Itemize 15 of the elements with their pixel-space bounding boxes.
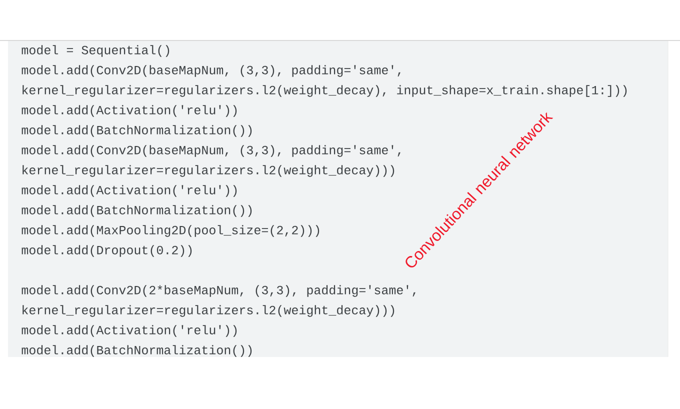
code-line: kernel_regularizer=regularizers.l2(weight_decay))) bbox=[22, 305, 394, 317]
code-line: model.add(BatchNormalization()) bbox=[22, 205, 252, 217]
code-line: kernel_regularizer=regularizers.l2(weight_decay))) bbox=[22, 165, 394, 177]
code-line: model.add(Activation('relu')) bbox=[22, 105, 237, 117]
code-line: model.add(Conv2D(baseMapNum, (3,3), padding='same', bbox=[22, 145, 400, 157]
code-line: model.add(Activation('relu')) bbox=[22, 325, 237, 337]
code-line: model.add(Dropout(0.2)) bbox=[22, 245, 192, 257]
code-line: model.add(Activation('relu')) bbox=[22, 185, 237, 197]
code-line: model.add(BatchNormalization()) bbox=[22, 125, 252, 137]
code-line: model.add(Conv2D(baseMapNum, (3,3), padding='same', bbox=[22, 65, 400, 77]
code-line: model.add(BatchNormalization()) bbox=[22, 345, 252, 357]
code-line: model.add(MaxPooling2D(pool_size=(2,2))) bbox=[22, 225, 320, 237]
code-line: model.add(Conv2D(2*baseMapNum, (3,3), padding='same', bbox=[22, 285, 416, 297]
code-line: kernel_regularizer=regularizers.l2(weight_decay), input_shape=x_train.shape[1:])) bbox=[22, 85, 627, 97]
code-line: model = Sequential() bbox=[22, 45, 170, 57]
